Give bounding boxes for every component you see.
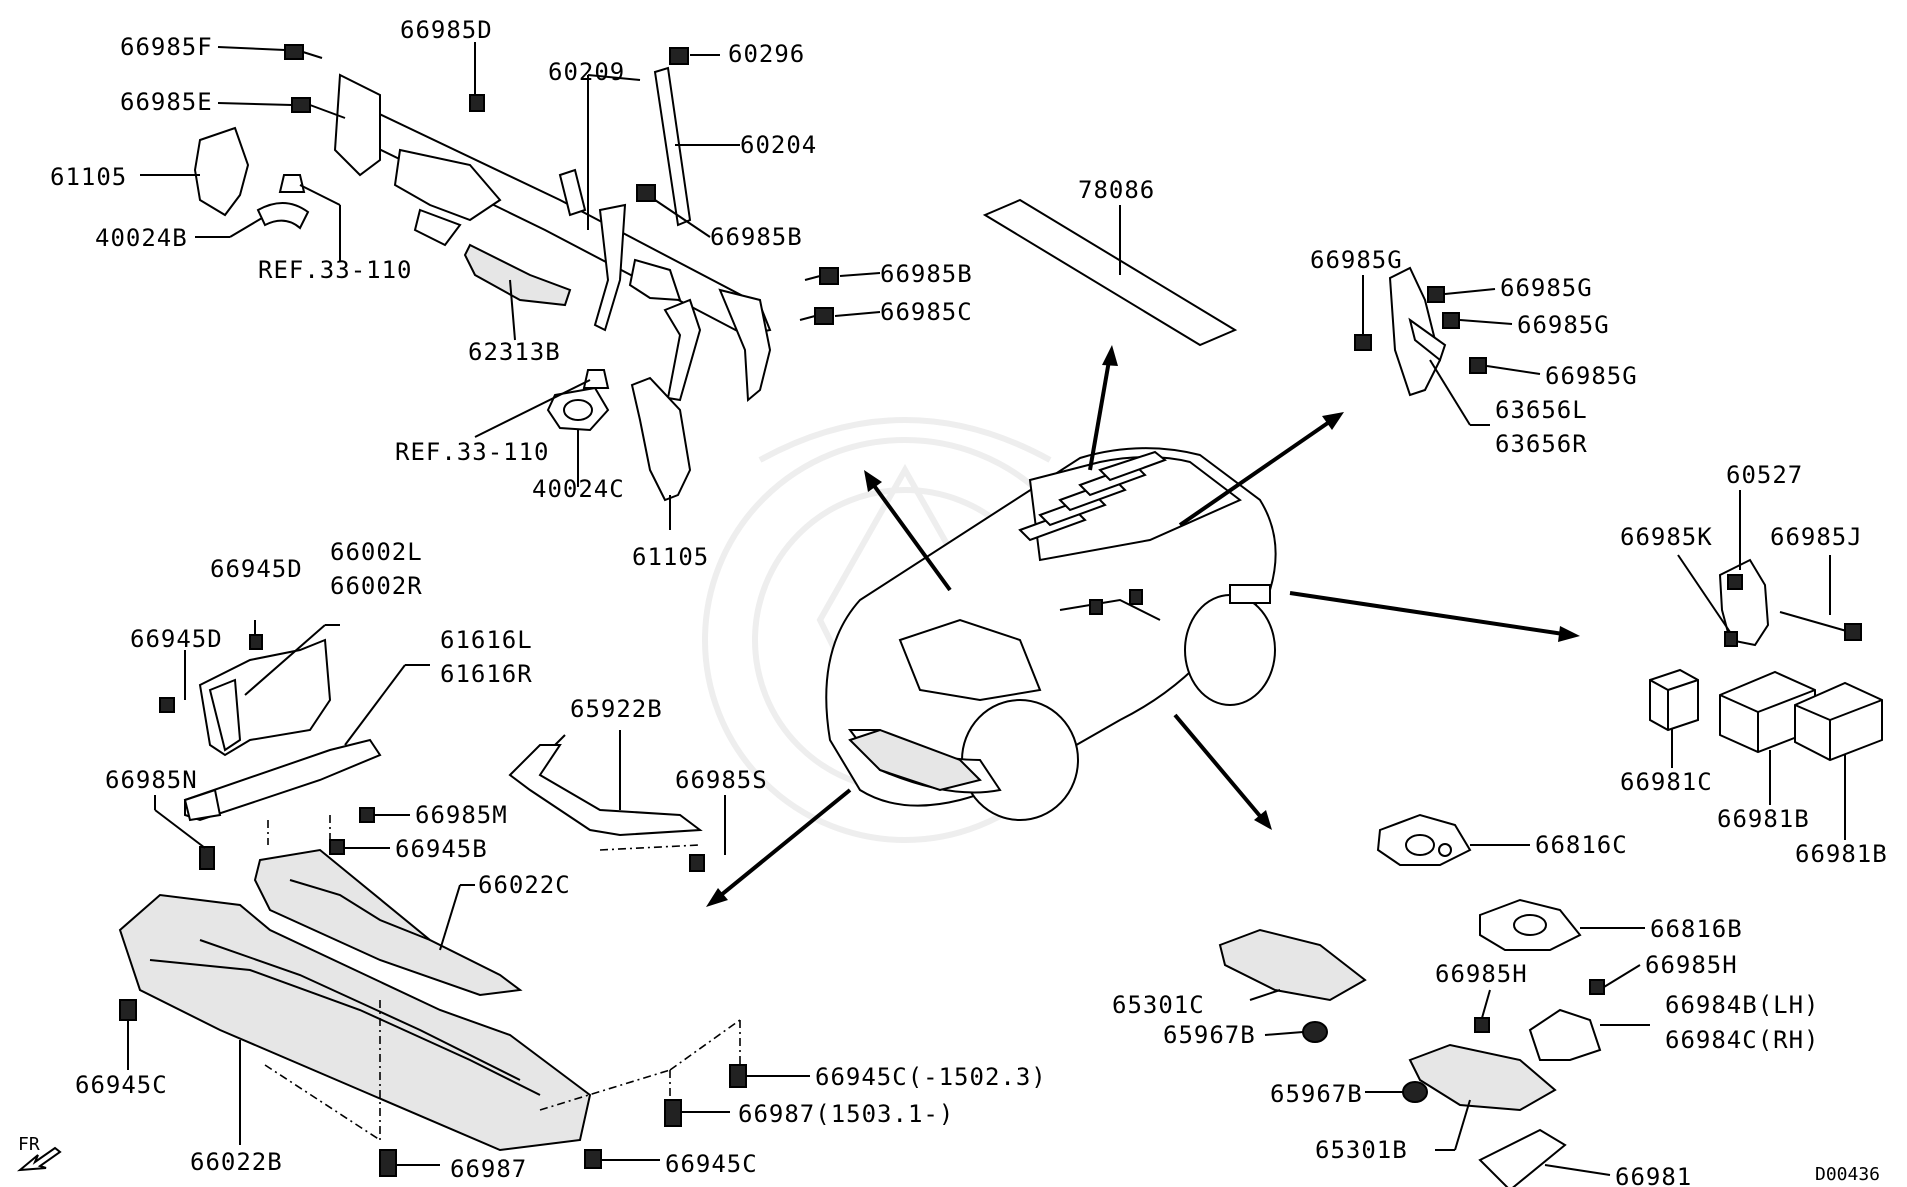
label-66945C-a: 66945C — [75, 1071, 168, 1099]
label-66022B: 66022B — [190, 1148, 283, 1176]
label-66816B: 66816B — [1650, 915, 1743, 943]
label-66816C: 66816C — [1535, 831, 1628, 859]
part-66022C — [253, 848, 523, 997]
label-66985F: 66985F — [120, 33, 213, 61]
vehicle-overview — [825, 447, 1277, 821]
label-66981B-b: 66981B — [1795, 840, 1888, 868]
label-66985H-b: 66985H — [1645, 951, 1738, 979]
label-60204: 60204 — [740, 131, 817, 159]
label-66022C: 66022C — [478, 871, 571, 899]
label-66981B-a: 66981B — [1717, 805, 1810, 833]
leaders-top-left — [140, 42, 881, 530]
label-63656L: 63656L — [1495, 396, 1588, 424]
label-65301B: 65301B — [1315, 1136, 1408, 1164]
label-66002L: 66002L — [330, 538, 423, 566]
label-66945C-c: 66945C — [665, 1150, 758, 1178]
part-65922B — [508, 730, 703, 851]
label-66985G-a: 66985G — [1310, 246, 1403, 274]
label-66002R: 66002R — [330, 572, 423, 600]
label-65967B-b: 65967B — [1270, 1080, 1363, 1108]
label-66945C-b: 66945C(-1502.3) — [815, 1063, 1047, 1091]
front-direction-icon — [16, 1146, 62, 1172]
callout-arrows — [706, 345, 1580, 907]
label-63656R: 63656R — [1495, 430, 1588, 458]
label-61616L: 61616L — [440, 626, 533, 654]
label-60209: 60209 — [548, 58, 625, 86]
label-60527: 60527 — [1726, 461, 1803, 489]
label-60296: 60296 — [728, 40, 805, 68]
part-shapes-top-left — [193, 44, 839, 502]
label-61105-bottom: 61105 — [632, 543, 709, 571]
label-66945D-b: 66945D — [130, 625, 223, 653]
bolts-lower-left — [154, 795, 726, 872]
label-66985J: 66985J — [1770, 523, 1863, 551]
label-fr: FR — [18, 1134, 40, 1155]
label-61105-top: 61105 — [50, 163, 127, 191]
label-65922B: 65922B — [570, 695, 663, 723]
label-66985M: 66985M — [415, 801, 508, 829]
part-78086 — [982, 198, 1238, 347]
label-66985E: 66985E — [120, 88, 213, 116]
label-diagram-code: D00436 — [1815, 1164, 1880, 1185]
label-65301C: 65301C — [1112, 991, 1205, 1019]
label-66984C-rh: 66984C(RH) — [1665, 1026, 1820, 1054]
label-66981C: 66981C — [1620, 768, 1713, 796]
label-66985C: 66985C — [880, 298, 973, 326]
label-66945D-a: 66945D — [210, 555, 303, 583]
label-78086: 78086 — [1078, 176, 1155, 204]
label-66985N: 66985N — [105, 766, 198, 794]
label-62313B: 62313B — [468, 338, 561, 366]
steering-support-beam — [333, 66, 772, 403]
label-61616R: 61616R — [440, 660, 533, 688]
label-66985S: 66985S — [675, 766, 768, 794]
part-66022B — [118, 893, 741, 1152]
parts-lower-right — [1218, 813, 1650, 1187]
label-66945B: 66945B — [395, 835, 488, 863]
label-65967B-a: 65967B — [1163, 1021, 1256, 1049]
label-66985B-b: 66985B — [880, 260, 973, 288]
label-66984B-lh: 66984B(LH) — [1665, 991, 1820, 1019]
label-66985G-d: 66985G — [1545, 362, 1638, 390]
part-60527 — [1649, 490, 1883, 840]
label-66987-b: 66987 — [450, 1155, 527, 1183]
label-40024C: 40024C — [532, 475, 625, 503]
label-66985K: 66985K — [1620, 523, 1713, 551]
label-66987-a: 66987(1503.1-) — [738, 1100, 954, 1128]
label-40024B: 40024B — [95, 224, 188, 252]
label-66985D: 66985D — [400, 16, 493, 44]
label-66985G-c: 66985G — [1517, 311, 1610, 339]
label-66981: 66981 — [1615, 1163, 1692, 1187]
part-labels: 66985F 66985D 60209 60296 66985E 60204 6… — [18, 16, 1888, 1187]
label-ref-33-110-a: REF.33-110 — [258, 256, 413, 284]
label-66985H-a: 66985H — [1435, 960, 1528, 988]
roof-stripes — [1018, 450, 1168, 542]
part-66002-61616 — [159, 620, 430, 845]
label-66985G-b: 66985G — [1500, 274, 1593, 302]
label-66985B-a: 66985B — [710, 223, 803, 251]
bolts-bottom — [119, 999, 810, 1177]
part-63656 — [1354, 266, 1541, 426]
label-ref-33-110-b: REF.33-110 — [395, 438, 550, 466]
